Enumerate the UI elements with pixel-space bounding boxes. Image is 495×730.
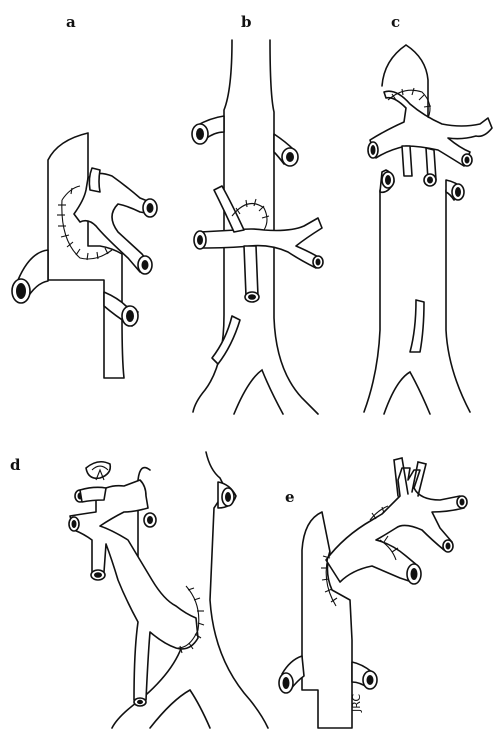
panel-label-e: e (285, 488, 295, 506)
vessel-wall-left-lower (364, 190, 380, 412)
graft-stub (89, 168, 100, 192)
graft-vessel (70, 480, 198, 700)
vessel-bifurcation (384, 372, 430, 414)
vessel-lumen-inner (225, 492, 231, 502)
graft-stub-lower (212, 316, 240, 364)
vessel-lumen-inner (126, 310, 134, 322)
vessel-lumen-inner (385, 175, 391, 185)
vessel-lumen-inner (94, 572, 102, 578)
panel-label-c: c (391, 13, 400, 31)
graft-vessel (200, 218, 322, 268)
vessel-lumen-inner (197, 235, 203, 245)
vessel-lumen-inner (460, 499, 465, 506)
panel-label-d: d (10, 456, 21, 474)
vessel-lumen-inner (316, 259, 321, 266)
vessel-lumen-inner (411, 568, 418, 580)
panel-label-a: a (66, 13, 76, 31)
vessel-lumen-inner (196, 128, 204, 140)
panel-e: e (279, 458, 467, 728)
vessel-lumen-inner (367, 675, 374, 685)
vessel-lumen-inner (286, 152, 294, 162)
vessel-lumen-inner (137, 700, 143, 704)
vessel-lumen-inner (446, 543, 451, 550)
panel-c: c (364, 13, 492, 414)
panel-label-b: b (241, 13, 252, 31)
vessel-bifurcation (234, 370, 283, 414)
vessel-lumen-inner (147, 203, 154, 213)
vessel-lumen-inner (147, 516, 153, 524)
vessel-lumen-inner (427, 177, 433, 184)
graft-vessel (326, 468, 464, 582)
vessel-lumen-inner (283, 677, 290, 689)
vessel-lumen-inner (465, 157, 470, 164)
vessel-lumen-inner (16, 283, 26, 299)
vessel-trunk (48, 133, 124, 378)
panel-b: b (192, 13, 323, 414)
graft-descending (244, 246, 258, 296)
vessel-bifurcation (150, 690, 210, 728)
graft-lower-limb (410, 300, 424, 352)
vessel-lumen-inner (371, 145, 376, 155)
panel-a: a (12, 13, 157, 378)
vessel-lumen-inner (142, 260, 149, 270)
graft-limb (80, 487, 106, 502)
vessel-lumen-inner (72, 520, 77, 528)
vessel-wall-right (446, 190, 470, 412)
vessel-wall-right (206, 452, 268, 728)
vessel-lumen-inner (248, 294, 256, 300)
vessel-lumen-inner (455, 187, 461, 197)
artist-signature: JRC (350, 694, 363, 713)
graft-limb (402, 146, 412, 176)
panel-d: d (10, 452, 268, 728)
